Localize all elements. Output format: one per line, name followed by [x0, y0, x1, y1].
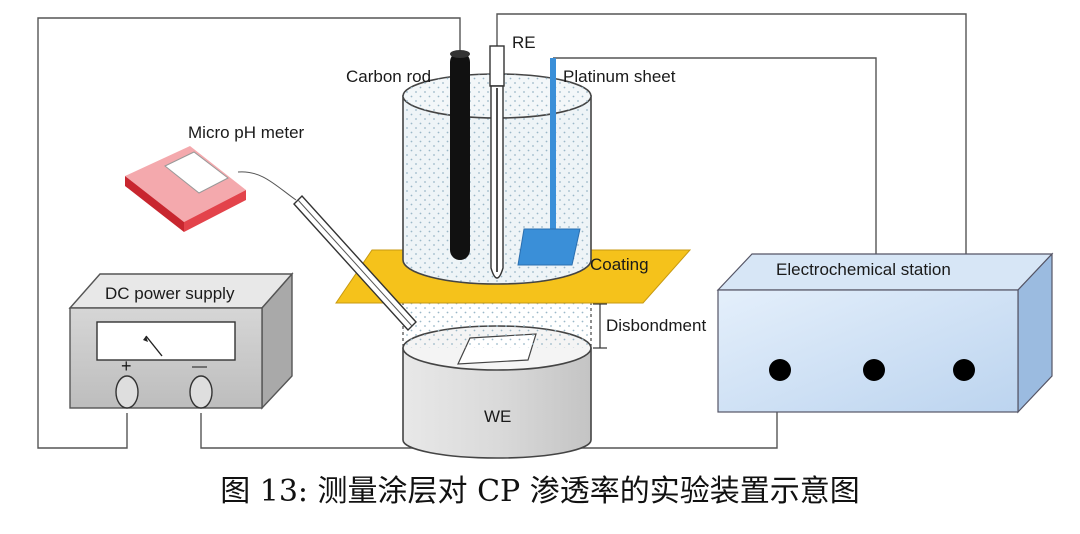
label-carbon-rod: Carbon rod [346, 67, 431, 86]
micro-ph-meter [125, 146, 246, 232]
figure-caption: 图 13: 测量涂层对 CP 渗透率的实验装置示意图 [220, 474, 860, 509]
ps-display [96, 321, 236, 361]
label-platinum-sheet: Platinum sheet [563, 67, 676, 86]
electrochemical-station [716, 252, 1054, 414]
label-plus: + [121, 356, 132, 376]
ph-probe [293, 194, 417, 332]
ps-needle [145, 335, 163, 357]
label-coating: Coating [590, 255, 649, 274]
label-micro-ph-meter: Micro pH meter [188, 123, 305, 142]
disbondment-marker [593, 303, 607, 349]
label-we: WE [484, 407, 511, 426]
station-terminal-1 [769, 359, 791, 381]
reference-electrode [489, 45, 505, 279]
carbon-rod [450, 50, 470, 260]
station-terminal-2 [863, 359, 885, 381]
label-minus: — [192, 358, 207, 375]
ps-plus-terminal [115, 375, 139, 409]
label-disbondment: Disbondment [606, 316, 706, 335]
ps-minus-terminal [189, 375, 213, 409]
wire-carbon-to-ps-plus [37, 17, 461, 449]
wire-ph-meter-probe [237, 171, 297, 201]
label-dc-power-supply: DC power supply [105, 284, 235, 303]
label-electrochemical-station: Electrochemical station [776, 260, 951, 279]
platinum-sheet [517, 58, 581, 266]
disbondment-gap [402, 296, 592, 348]
label-re: RE [512, 33, 536, 52]
station-terminal-3 [953, 359, 975, 381]
wire-re-to-station [496, 13, 967, 358]
dc-power-supply [68, 272, 294, 410]
